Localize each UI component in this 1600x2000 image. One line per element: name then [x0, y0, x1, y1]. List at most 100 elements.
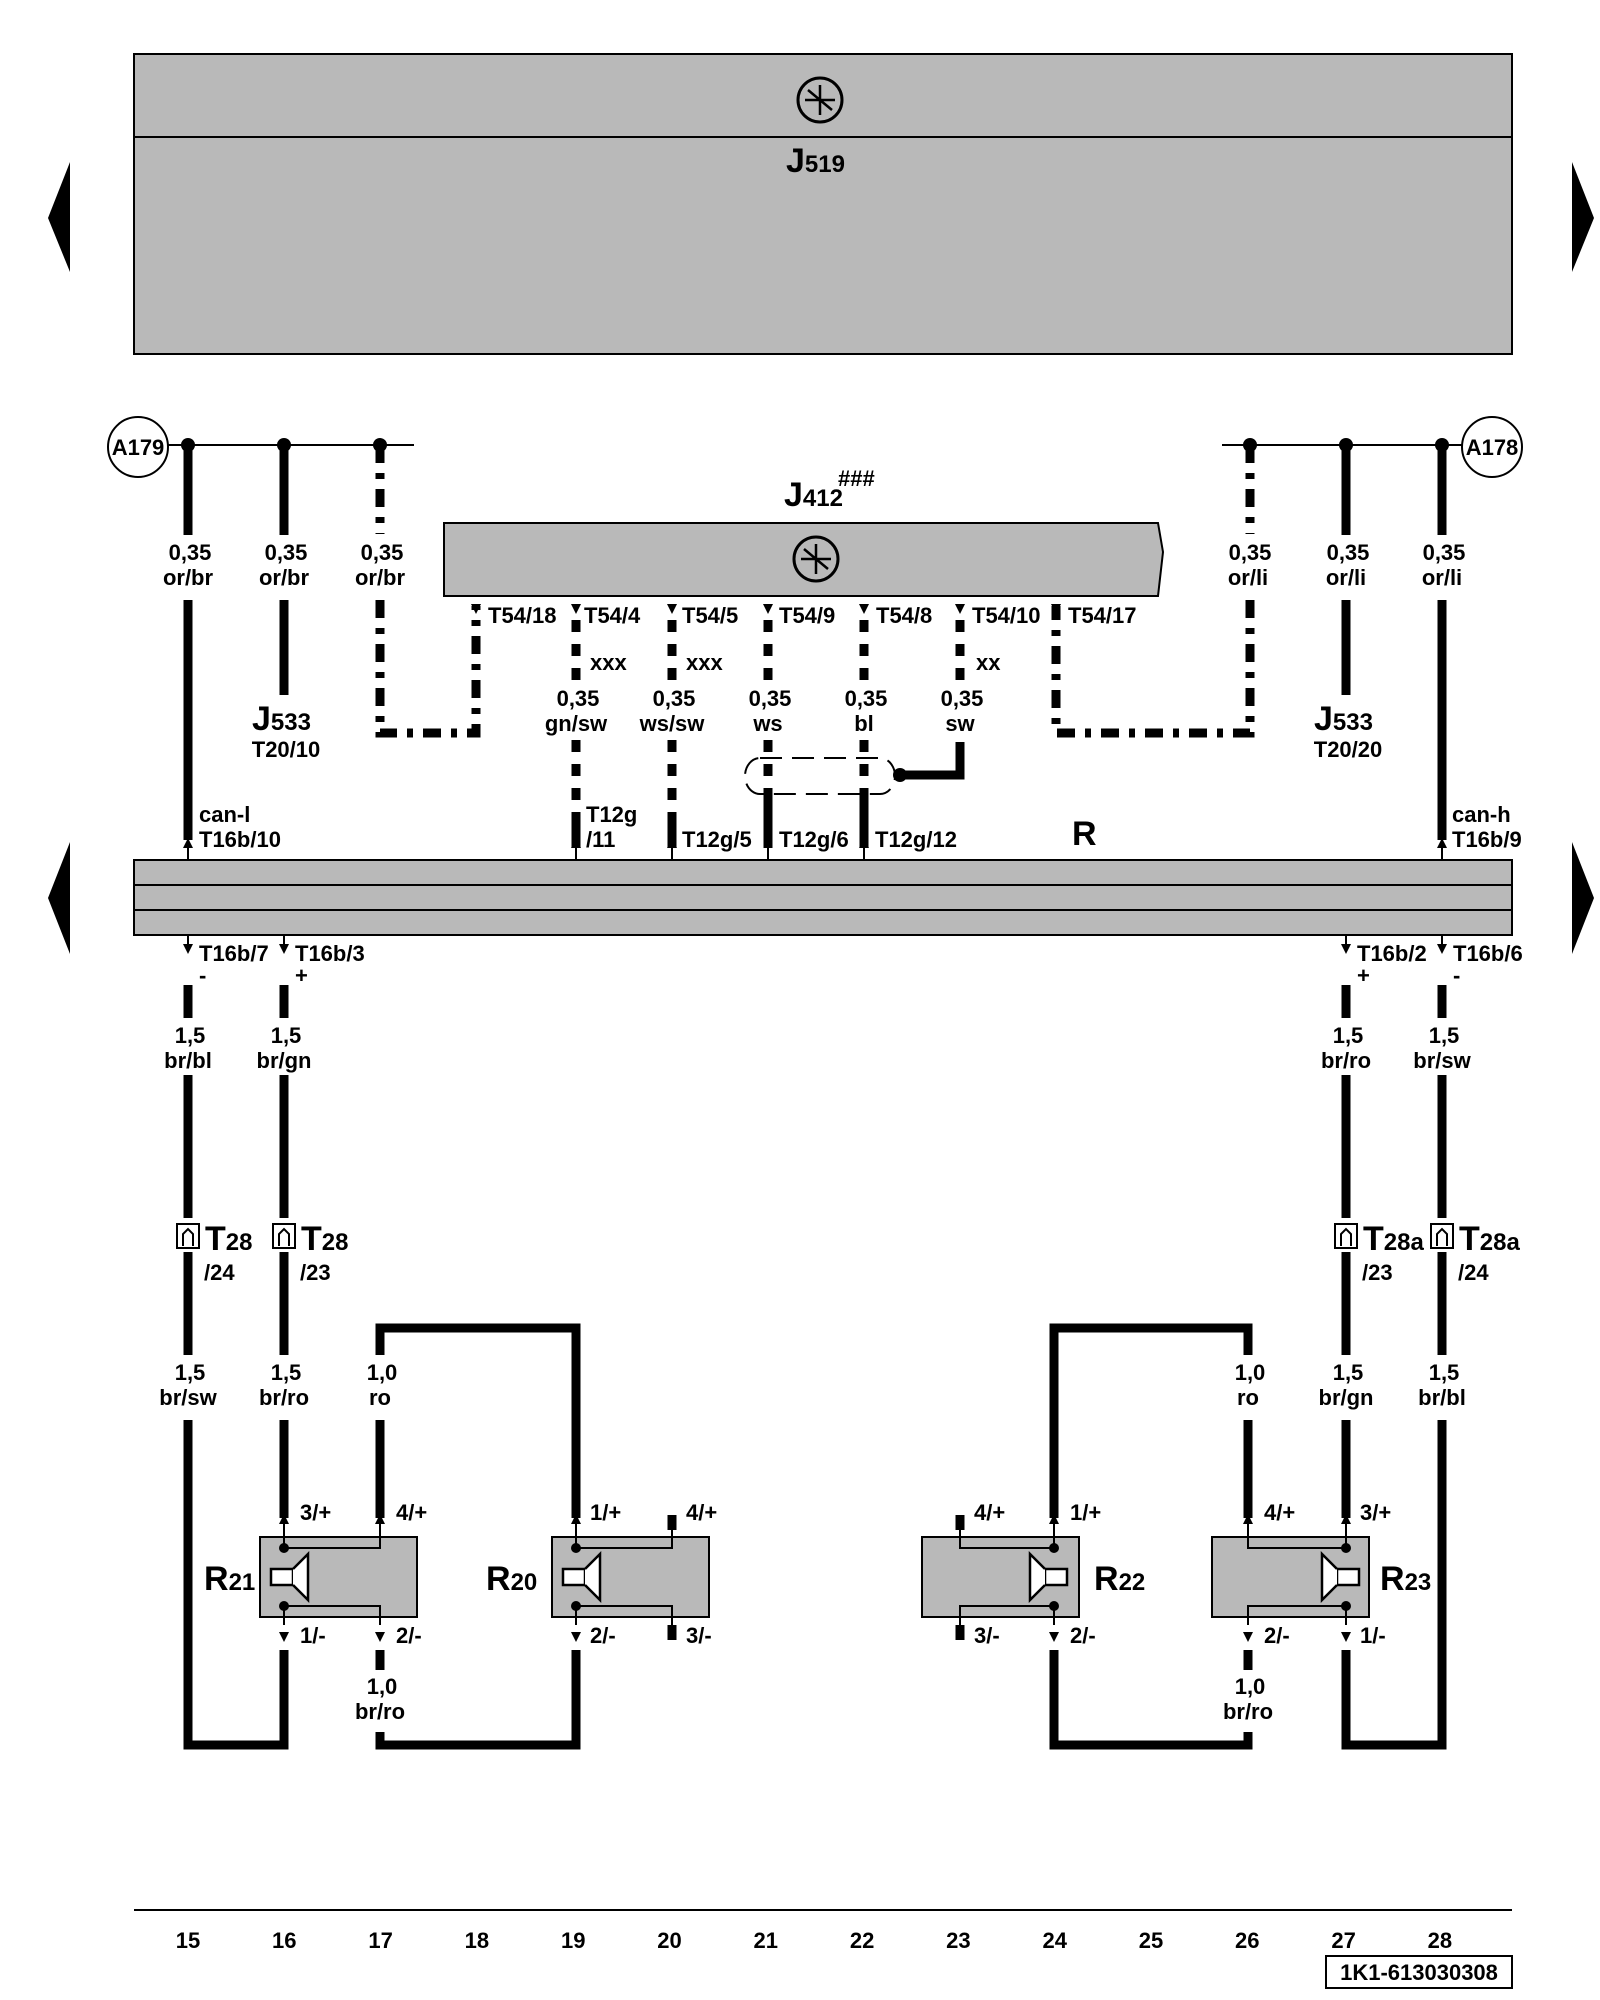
wire-size: 0,35 — [845, 686, 888, 711]
bus-pin: /11 — [586, 827, 615, 852]
wire-color: ro — [1237, 1385, 1259, 1410]
wire-size: 1,5 — [1429, 1360, 1460, 1385]
connector-pin: /23 — [1362, 1260, 1393, 1285]
ground-a179: A179 — [107, 416, 169, 478]
speaker-r20[interactable]: R20 — [486, 1530, 710, 1625]
bus-pin: T12g/6 — [779, 827, 849, 852]
wire-col17-loop-top — [375, 1323, 581, 1518]
next-page-arrow-top[interactable] — [1572, 162, 1594, 272]
speaker-r22[interactable]: R22 — [921, 1530, 1145, 1625]
wire-size: 0,35 — [557, 686, 600, 711]
prev-page-arrow-bus[interactable] — [48, 842, 70, 954]
speaker-r23[interactable]: R23 — [1211, 1530, 1432, 1625]
svg-text:J533: J533 — [1314, 700, 1373, 738]
twisted-pair-shield — [744, 757, 896, 795]
connector-sub: 28 — [322, 1229, 349, 1256]
speaker-name: R — [1380, 1560, 1405, 1598]
wire-color: br/gn — [257, 1048, 312, 1073]
ground-a179-label: A179 — [112, 435, 165, 460]
speaker-pin: 4/+ — [686, 1500, 717, 1525]
speaker-sub: 20 — [511, 1569, 538, 1596]
bus-pin-sign: - — [1453, 963, 1460, 988]
connector-icon — [1430, 1223, 1454, 1249]
prev-page-arrow-top[interactable] — [48, 162, 70, 272]
wire-size: 1,5 — [271, 1023, 302, 1048]
ground-a178-label: A178 — [1466, 435, 1519, 460]
wire-col23-shield — [900, 742, 965, 780]
wire-size: 0,35 — [1229, 540, 1272, 565]
connector-icon — [176, 1223, 200, 1249]
wire-color: br/sw — [1413, 1048, 1471, 1073]
wire-mark: xxx — [686, 650, 723, 675]
speaker-icon — [1320, 1550, 1361, 1604]
speaker-pin: 2/- — [1070, 1623, 1096, 1648]
wire-color: or/li — [1326, 565, 1366, 590]
wire-color: ws/sw — [639, 711, 706, 736]
wire-color: or/li — [1228, 565, 1268, 590]
j412-pin: T54/8 — [876, 603, 932, 628]
speaker-sub: 23 — [1405, 1569, 1432, 1596]
column-number: 18 — [465, 1928, 489, 1953]
j519-label: J — [786, 142, 805, 180]
wire-size: 1,0 — [1235, 1360, 1266, 1385]
r-bus[interactable]: R — [133, 815, 1513, 936]
svg-text:T28a: T28a — [1363, 1220, 1424, 1258]
svg-text:J519: J519 — [786, 142, 845, 180]
wire-color: or/br — [163, 565, 214, 590]
wire-size: 1,5 — [175, 1360, 206, 1385]
wire-size: 0,35 — [1423, 540, 1466, 565]
bus-pin-name: can-h — [1452, 802, 1511, 827]
connector-sub: 28a — [1480, 1229, 1521, 1256]
j412-sup: ### — [838, 466, 875, 491]
speaker-pin: 3/- — [974, 1623, 1000, 1648]
wire-r23-loop — [1341, 1420, 1447, 1750]
wire-size: 1,5 — [271, 1360, 302, 1385]
connector-pin: /24 — [1458, 1260, 1489, 1285]
j412-name: J — [784, 476, 803, 514]
speaker-sub: 21 — [229, 1569, 256, 1596]
control-unit-icon — [796, 76, 844, 124]
j533-left-name: J — [252, 700, 271, 738]
connector-name: T — [1459, 1220, 1480, 1258]
column-number: 22 — [850, 1928, 874, 1953]
speaker-r21[interactable]: R21 — [204, 1530, 418, 1625]
connector-pin: /24 — [204, 1260, 235, 1285]
speaker-pin: 3/- — [686, 1623, 712, 1648]
j412-module[interactable]: J412 ### — [443, 466, 1165, 597]
wire-color: bl — [854, 711, 874, 736]
wire-r21-loop — [183, 1420, 289, 1750]
speaker-pin: 2/- — [590, 1623, 616, 1648]
speaker-pin: 3/+ — [300, 1500, 331, 1525]
wire-size: 1,5 — [1333, 1023, 1364, 1048]
wire-color: or/li — [1422, 565, 1462, 590]
wire-r22-return — [1049, 1650, 1253, 1750]
connector-sub: 28 — [226, 1229, 253, 1256]
j519-sub: 519 — [805, 151, 845, 178]
control-unit-icon — [792, 535, 840, 583]
svg-text:J412: J412 — [784, 476, 843, 514]
reference-number: 1K1-613030308 — [1340, 1960, 1498, 1985]
speaker-pin: 1/- — [300, 1623, 326, 1648]
j533-right-pin: T20/20 — [1314, 737, 1383, 762]
bus-pin: T16b/2 — [1357, 941, 1427, 966]
column-number: 26 — [1235, 1928, 1259, 1953]
bus-pin: T16b/3 — [295, 941, 365, 966]
svg-text:R20: R20 — [486, 1560, 537, 1598]
column-number: 23 — [946, 1928, 970, 1953]
speaker-pin: 2/- — [1264, 1623, 1290, 1648]
wire-color: br/ro — [1321, 1048, 1371, 1073]
speaker-name: R — [204, 1560, 229, 1598]
j533-right: J533 T20/20 — [1314, 700, 1383, 762]
svg-text:R22: R22 — [1094, 1560, 1145, 1598]
j519-module[interactable]: J519 — [133, 53, 1513, 355]
wire-size: 1,0 — [1235, 1674, 1266, 1699]
wire-size: 0,35 — [265, 540, 308, 565]
j412-sub: 412 — [803, 485, 843, 512]
bus-pin-sign: + — [295, 963, 308, 988]
speaker-pin: 4/+ — [1264, 1500, 1295, 1525]
speaker-pin: 1/+ — [1070, 1500, 1101, 1525]
next-page-arrow-bus[interactable] — [1572, 842, 1594, 954]
svg-text:R21: R21 — [204, 1560, 255, 1598]
speaker-sub: 22 — [1119, 1569, 1146, 1596]
